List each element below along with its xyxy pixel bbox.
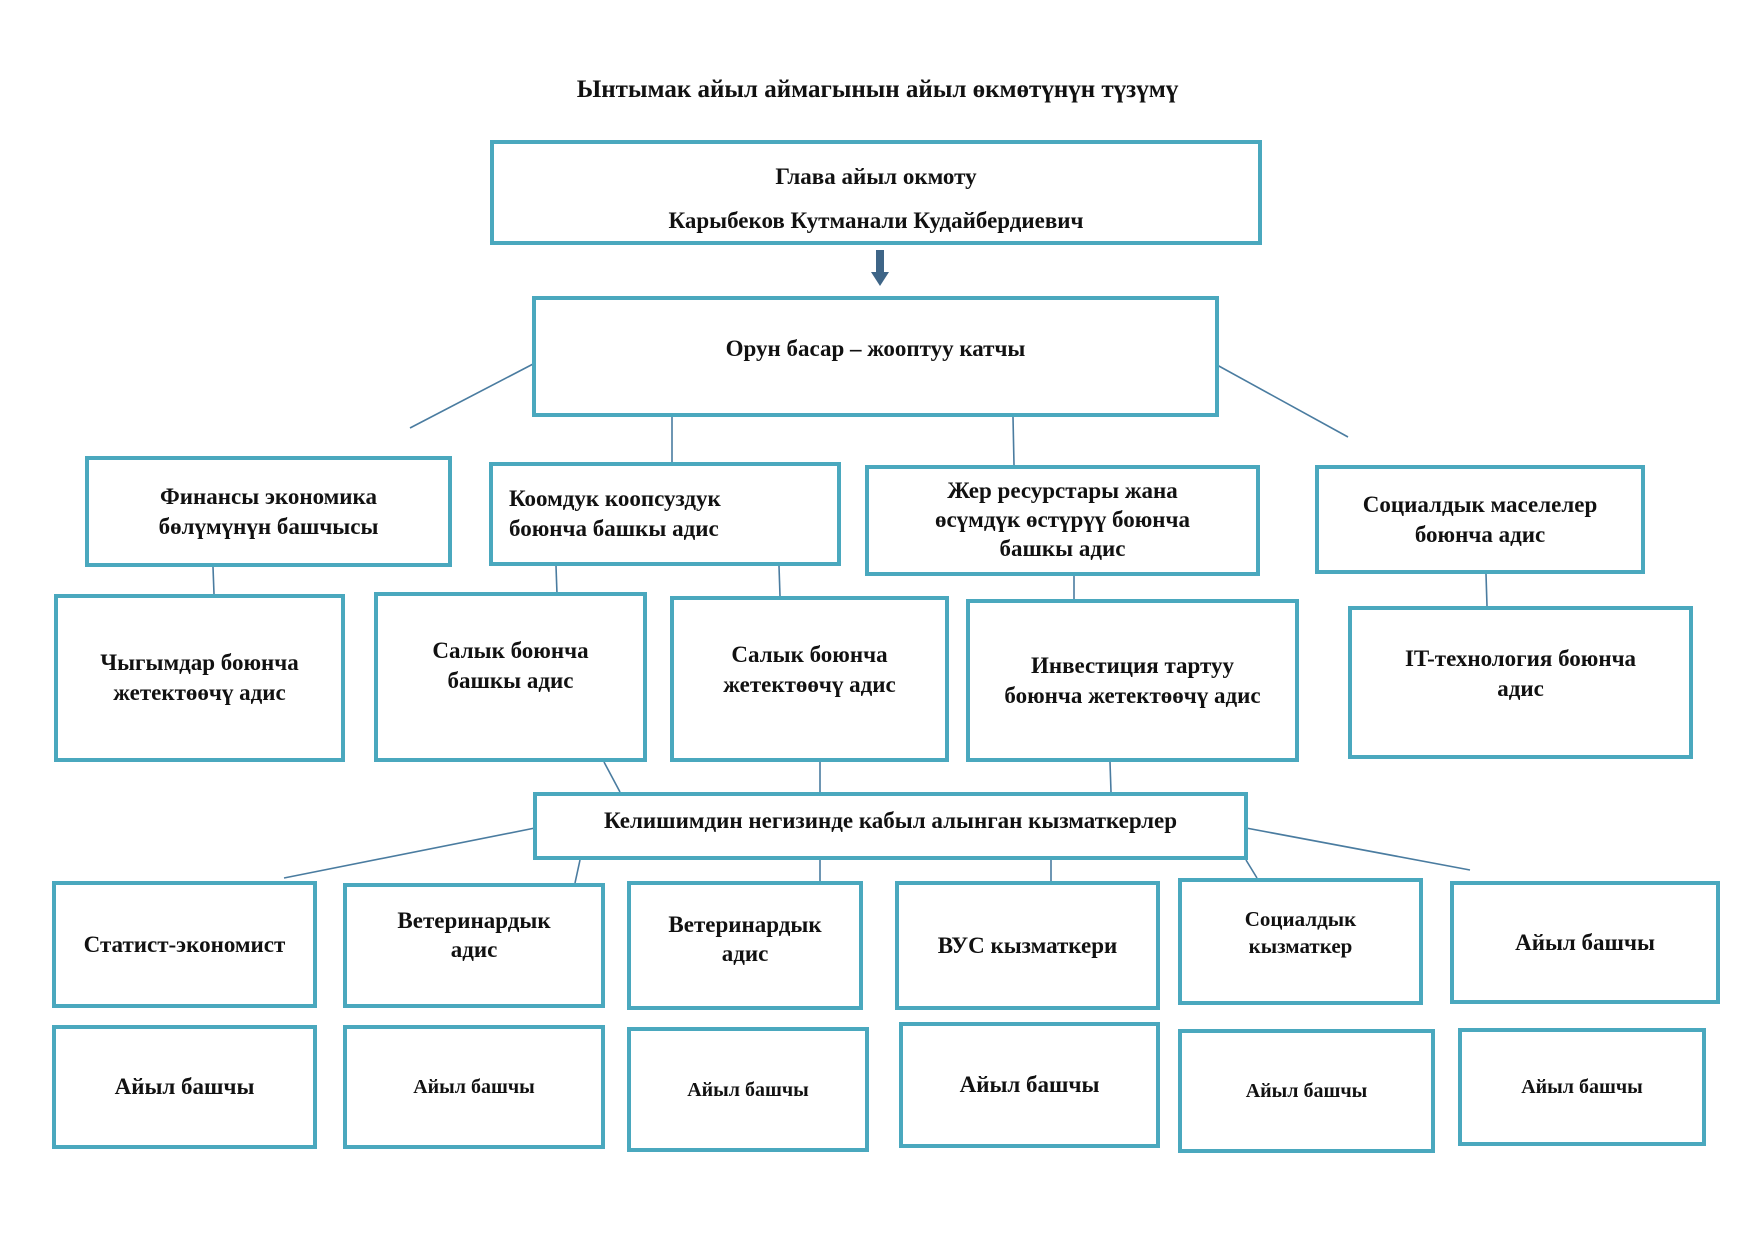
spec-it-line2: адис [1497,675,1544,701]
staff-vet1-line2: адис [450,936,498,962]
spec-expenses-line2: жетектөөчү адис [113,680,286,705]
dept-land-line2: өсүмдүк өстүрүү боюнча [934,507,1191,533]
village-head-label: Айыл башчы [1245,1080,1368,1102]
connector-contract-social [1245,859,1258,879]
spec-tax-chief-line1: Салык боюнча [432,638,589,663]
contract-staff-box: Келишимдин негизинде кабыл алынган кызма… [533,792,1248,860]
village-head-box: Айыл башчы [343,1025,605,1149]
staff-vet2-line1: Ветеринардык [668,912,822,937]
village-head-box: Айыл башчы [52,1025,317,1149]
connector-tax-chief-contract [603,761,621,793]
dept-social-box: Социалдык маселелер боюнча адис [1315,465,1645,574]
connector-deputy-left [409,362,536,429]
dept-land-line3: башкы адис [999,535,1126,561]
staff-statistician-box: Статист-экономист [52,881,317,1008]
staff-village-head-box: Айыл башчы [1450,881,1720,1004]
dept-finance-line2: бөлүмүнүн башчысы [158,513,379,539]
spec-expenses-line1: Чыгымдар боюнча [100,650,299,676]
spec-tax-chief-box: Салык боюнча башкы адис [374,592,647,762]
village-head-label: Айыл башчы [687,1078,809,1101]
contract-staff-label: Келишимдин негизинде кабыл алынган кызма… [603,808,1177,833]
spec-tax-chief-line2: башкы адис [447,667,574,693]
dept-land-line1: Жер ресурстары жана [947,478,1178,504]
staff-village-head-label: Айыл башчы [1515,929,1655,955]
village-head-box: Айыл башчы [1458,1028,1706,1146]
spec-investment-line2: боюнча жетектөөчү адис [1004,682,1261,708]
dept-finance-box: Финансы экономика бөлүмүнүн башчысы [85,456,452,567]
head-title: Глава айыл окмоту [775,164,977,189]
spec-it-line1: IT-технология боюнча [1404,646,1637,671]
spec-tax-lead-line2: жетектөөчү адис [723,671,896,697]
staff-vet1-box: Ветеринардык адис [343,883,605,1008]
dept-social-line2: боюнча адис [1414,521,1546,547]
spec-tax-lead-box: Салык боюнча жетектөөчү адис [670,596,949,762]
staff-social-worker-box: Социалдык кызматкер [1178,878,1423,1005]
village-head-box: Айыл башчы [899,1022,1160,1148]
village-head-label: Айыл башчы [114,1074,255,1100]
dept-social-line1: Социалдык маселелер [1362,491,1598,517]
dept-security-line2: боюнча башкы адис [509,516,719,541]
connector-deputy-right [1216,364,1349,438]
spec-expenses-box: Чыгымдар боюнча жетектөөчү адис [54,594,345,762]
staff-statistician-label: Статист-экономист [83,931,286,957]
staff-vus-box: ВУС кызматкери [895,881,1160,1010]
dept-finance-line1: Финансы экономика [160,483,377,509]
village-head-box: Айыл башчы [1178,1029,1435,1153]
dept-land-box: Жер ресурстары жана өсүмдүк өстүрүү боюн… [865,465,1260,576]
village-head-box: Айыл башчы [627,1027,869,1152]
deputy-label: Орун басар – жооптуу катчы [725,336,1026,361]
head-box: Глава айыл окмоту Карыбеков Кутманали Ку… [490,140,1262,245]
connector-security-tax-chief [555,565,558,595]
connector-contract-statistician [283,827,536,879]
connector-finance-expenses [212,566,215,595]
staff-social-worker-line1: Социалдык [1244,907,1357,931]
spec-investment-box: Инвестиция тартуу боюнча жетектөөчү адис [966,599,1299,762]
spec-investment-line1: Инвестиция тартуу [1030,652,1235,678]
staff-social-worker-line2: кызматкер [1248,934,1353,959]
head-name: Карыбеков Кутманали Кудайбердиевич [668,207,1084,233]
village-head-label: Айыл башчы [1521,1076,1643,1098]
connector-security-tax-lead [778,565,781,597]
connector-contract-vet1 [574,859,581,884]
village-head-label: Айыл башчы [959,1072,1100,1098]
village-head-label: Айыл башчы [413,1076,535,1098]
staff-vus-label: ВУС кызматкери [937,932,1118,958]
spec-it-box: IT-технология боюнча адис [1348,606,1693,759]
connector-social-it [1485,573,1488,607]
deputy-box: Орун басар – жооптуу катчы [532,296,1219,417]
connector-investment-contract [1109,761,1112,793]
dept-security-line1: Коомдук коопсуздук [509,486,721,512]
connector-contract-village [1245,827,1471,871]
staff-vet2-box: Ветеринардык адис [627,881,863,1010]
staff-vet2-line2: адис [721,940,769,966]
spec-tax-lead-line1: Салык боюнча [731,642,888,667]
arrow-down-icon [871,250,889,286]
staff-vet1-line1: Ветеринардык [397,908,551,933]
chart-title: Ынтымак айыл аймагынын айыл өкмөтүнүн тү… [576,76,1179,103]
dept-security-box: Коомдук коопсуздук боюнча башкы адис [489,462,841,566]
connector-deputy-land [1012,416,1015,466]
